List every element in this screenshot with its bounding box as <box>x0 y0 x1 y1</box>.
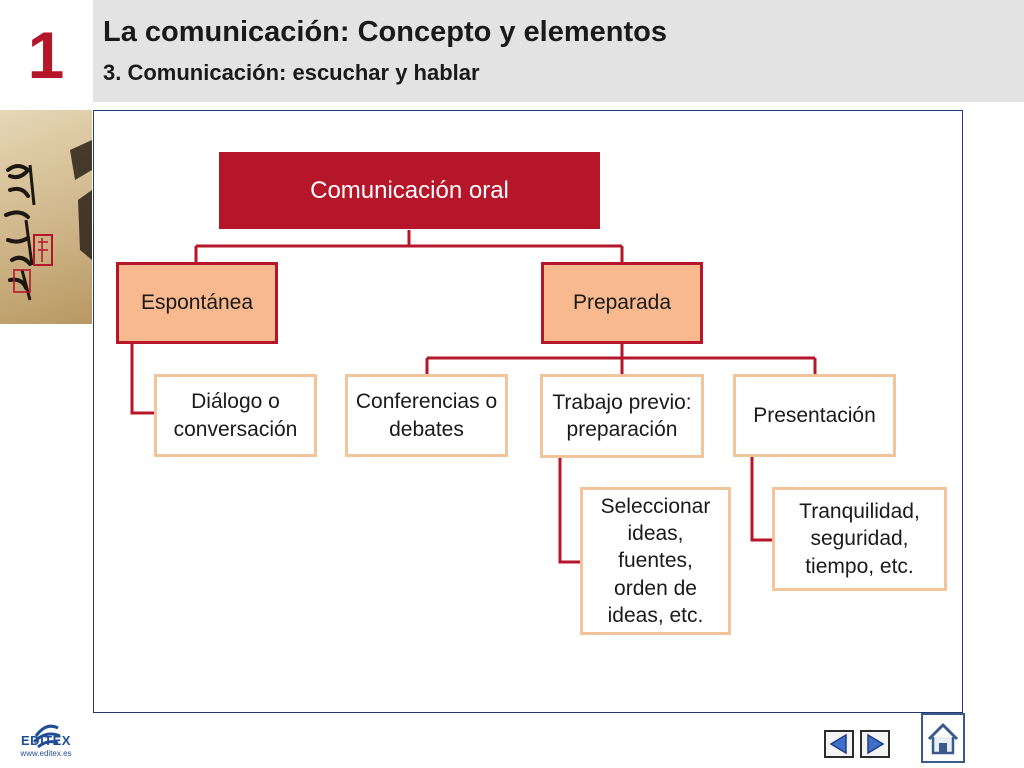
diagram-node-dialogo: Diálogo o conversación <box>154 374 317 457</box>
diagram-node-label: Preparada <box>572 291 672 315</box>
page-title: La comunicación: Concepto y elementos <box>103 16 667 48</box>
diagram-node-label: Seleccionar ideas, fuentes, orden de ide… <box>600 494 711 627</box>
diagram-root-label: Comunicación oral <box>310 176 509 204</box>
forward-button[interactable] <box>860 730 890 758</box>
chapter-number: 1 <box>27 18 65 92</box>
header-bar <box>93 0 1024 102</box>
diagram-node-trabajo-previo: Trabajo previo: preparación <box>540 374 704 458</box>
diagram-node-label: Trabajo previo: preparación <box>552 390 692 441</box>
diagram-node-label: Tranquilidad, seguridad, tiempo, etc. <box>799 500 920 578</box>
diagram-node-preparada: Preparada <box>541 262 703 344</box>
editex-logo-icon <box>32 724 61 749</box>
diagram-node-espontanea: Espontánea <box>116 262 278 344</box>
logo-name: EDITEX <box>21 733 71 748</box>
diagram-node-label: Conferencias o debates <box>355 390 498 441</box>
calligraphy-image <box>0 110 92 324</box>
diagram-root-box: Comunicación oral <box>219 152 600 229</box>
diagram-node-presentacion: Presentación <box>733 374 896 457</box>
back-button[interactable] <box>824 730 854 758</box>
page-subtitle: 3. Comunicación: escuchar y hablar <box>103 60 480 85</box>
diagram-node-seleccionar: Seleccionar ideas, fuentes, orden de ide… <box>580 487 731 635</box>
logo-url: www.editex.es <box>20 749 72 758</box>
diagram-node-label: Diálogo o conversación <box>173 390 298 441</box>
diagram-node-label: Presentación <box>753 403 876 427</box>
home-button[interactable] <box>921 713 965 763</box>
diagram-node-tranquilidad: Tranquilidad, seguridad, tiempo, etc. <box>772 487 947 591</box>
diagram-node-conferencias: Conferencias o debates <box>345 374 508 457</box>
diagram-node-label: Espontánea <box>140 291 254 315</box>
